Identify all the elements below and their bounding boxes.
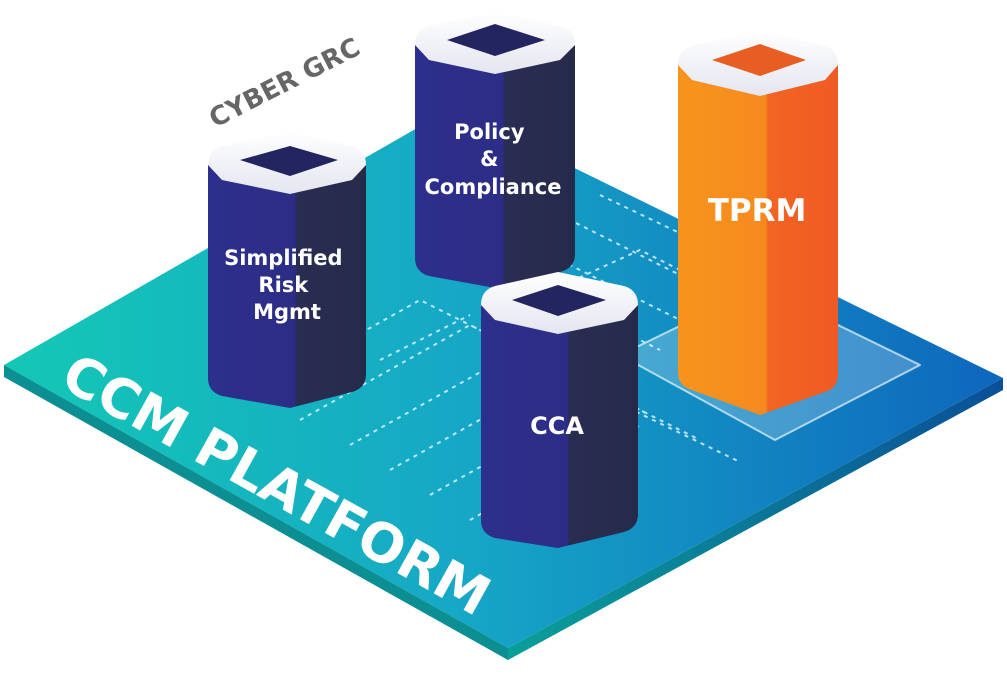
cyber-grc-label: CYBER GRC: [205, 33, 366, 135]
pillar-simplified-risk: Simplified Risk Mgmt: [208, 132, 366, 408]
pillar-policy-compliance-label: Policy & Compliance: [425, 120, 562, 199]
pillar-label-line: TPRM: [708, 193, 807, 229]
pillar-cca: CCA: [481, 272, 638, 548]
pillar-label-line: Compliance: [425, 175, 562, 199]
pillar-label-line: Risk: [258, 273, 309, 297]
pillar-simplified-risk-label: Simplified Risk Mgmt: [224, 246, 350, 324]
pillar-label-line: Policy: [454, 120, 525, 144]
pillar-label-line: Simplified: [224, 246, 342, 270]
pillar-cca-label: CCA: [530, 412, 584, 440]
pillar-label-line: &: [480, 147, 498, 171]
pillar-tprm-label: TPRM: [708, 193, 807, 229]
pillar-label-line: Mgmt: [253, 300, 321, 324]
pillar-policy-compliance: Policy & Compliance: [415, 12, 575, 288]
pillar-label-line: CCA: [530, 412, 584, 440]
pillar-tprm: TPRM: [678, 30, 838, 415]
